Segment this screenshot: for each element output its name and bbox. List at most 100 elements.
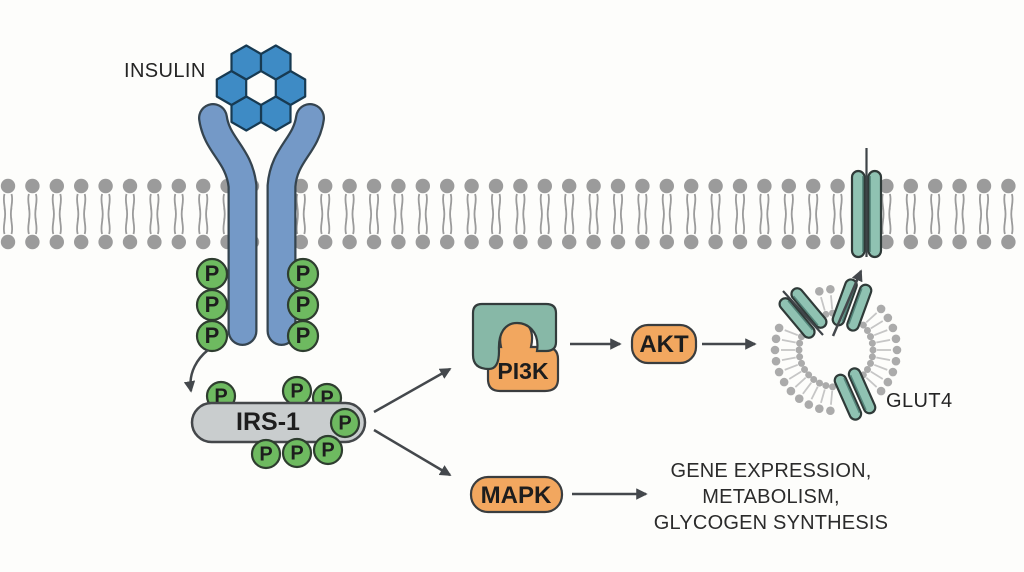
lipid-tails — [393, 193, 404, 235]
lipid-head — [806, 178, 821, 194]
phosphate-badge: P — [195, 288, 229, 322]
insulin-molecule-icon — [215, 44, 307, 132]
lipid-tails — [710, 193, 721, 235]
vesicle-lipid-head — [796, 353, 804, 361]
phosphate-badge: P — [195, 257, 229, 291]
glut4-transporter-icon — [778, 287, 828, 339]
lipid-head — [562, 178, 577, 194]
lipid-head — [74, 234, 89, 250]
vesicle-transporter-axis-line — [782, 290, 824, 336]
vesicle-lipid-head — [822, 382, 830, 390]
lipid-head — [781, 178, 796, 194]
vesicle-lipid-head — [867, 359, 875, 367]
vesicle-lipid-head — [794, 394, 804, 403]
lipid-head — [757, 178, 772, 194]
vesicle-lipid-head — [892, 345, 902, 355]
vesicle-lipid-head — [888, 367, 898, 377]
lipid-tails — [832, 193, 843, 235]
irs1-pill — [190, 401, 367, 444]
lipid-tails — [564, 193, 575, 235]
lipid-head — [610, 178, 626, 194]
lipid-tails — [149, 193, 160, 235]
phosphate-circle — [286, 319, 320, 353]
lipid-tails — [978, 193, 990, 235]
lipid-head — [464, 178, 479, 194]
lipid-tails — [51, 193, 62, 235]
outcome-line-1: GENE EXPRESSION, — [670, 460, 872, 482]
lipid-head — [171, 234, 186, 250]
vesicle-lipid-head — [869, 346, 877, 354]
lipid-tails — [588, 193, 599, 235]
lipid-head — [98, 234, 113, 250]
lipid-head — [293, 234, 308, 250]
lipid-tails — [173, 193, 184, 235]
vesicle-lipid-tail — [830, 390, 834, 405]
phosphate-circle — [329, 407, 361, 439]
phosphate-letter: P — [321, 440, 334, 462]
transporter-pill — [778, 297, 816, 339]
vesicle-lipid-head — [774, 323, 784, 333]
vesicle-lipid-tail — [781, 356, 796, 361]
lipid-head — [464, 234, 479, 250]
vesicle-lipid-head — [774, 367, 784, 377]
transporter-accent-line — [787, 300, 814, 331]
akt-node: AKT — [630, 323, 698, 365]
phosphate-circle — [312, 434, 344, 466]
lipid-tails — [759, 193, 770, 235]
lipid-head — [1001, 234, 1016, 250]
phosphate-letter: P — [296, 323, 311, 348]
phosphate-letter: P — [205, 261, 220, 286]
lipid-head — [684, 178, 699, 194]
vesicle-lipid-head — [771, 334, 781, 344]
lipid-head — [440, 234, 455, 250]
lipid-head — [513, 234, 528, 250]
transporter-accent-line — [849, 374, 867, 411]
vesicle-lipid-head — [883, 377, 893, 387]
lipid-tails — [490, 193, 502, 235]
lipid-head — [537, 234, 552, 250]
vesicle-lipid-tail — [802, 382, 813, 395]
irs1-to-pi3k-arrow — [373, 367, 452, 414]
mapk-node: MAPK — [469, 475, 564, 514]
phosphate-badge: P — [286, 319, 320, 353]
glut4-transporters — [778, 169, 883, 421]
lipid-head — [147, 234, 162, 250]
lipid-head — [171, 178, 186, 194]
lipid-tails — [637, 193, 648, 235]
lipid-head — [610, 234, 626, 250]
vesicle-lipid-head — [826, 284, 835, 294]
lipid-head — [732, 234, 748, 250]
phosphate-letter: P — [290, 381, 303, 403]
vesicle-lipid-head — [826, 406, 835, 416]
phosphate-badge: P — [312, 434, 344, 466]
pi3k-label: PI3K — [497, 358, 549, 384]
irs1-to-mapk-arrow — [373, 428, 452, 477]
phosphate-circle — [281, 437, 313, 469]
vesicle-lipid-head — [863, 365, 871, 373]
lipid-tails — [930, 193, 941, 235]
lipid-tails — [100, 193, 111, 235]
vesicle-lipid-head — [795, 346, 803, 354]
lipid-head — [342, 178, 357, 194]
vesicle-lipid-head — [863, 327, 871, 335]
lipid-head — [415, 178, 430, 194]
plasma-membrane — [0, 178, 1016, 250]
lipid-head — [391, 178, 406, 194]
lipid-tails — [612, 193, 624, 235]
vesicle-lipid-tail — [820, 389, 826, 404]
lipid-tails — [76, 193, 87, 235]
phosphate-badge: P — [281, 375, 313, 407]
mapk-pill — [469, 475, 564, 514]
vesicle-lipid-head — [891, 356, 901, 366]
pi3k-teal-subunit — [471, 302, 558, 371]
lipid-head — [122, 234, 138, 250]
phosphate-badge: P — [195, 319, 229, 353]
lipid-head — [293, 178, 308, 194]
vesicle-lipid-head — [876, 304, 886, 314]
phosphate-badge: P — [250, 438, 282, 470]
lipid-head — [74, 178, 89, 194]
phosphate-badge: P — [329, 407, 361, 439]
lipid-head — [586, 234, 601, 250]
lipid-head — [196, 178, 211, 194]
